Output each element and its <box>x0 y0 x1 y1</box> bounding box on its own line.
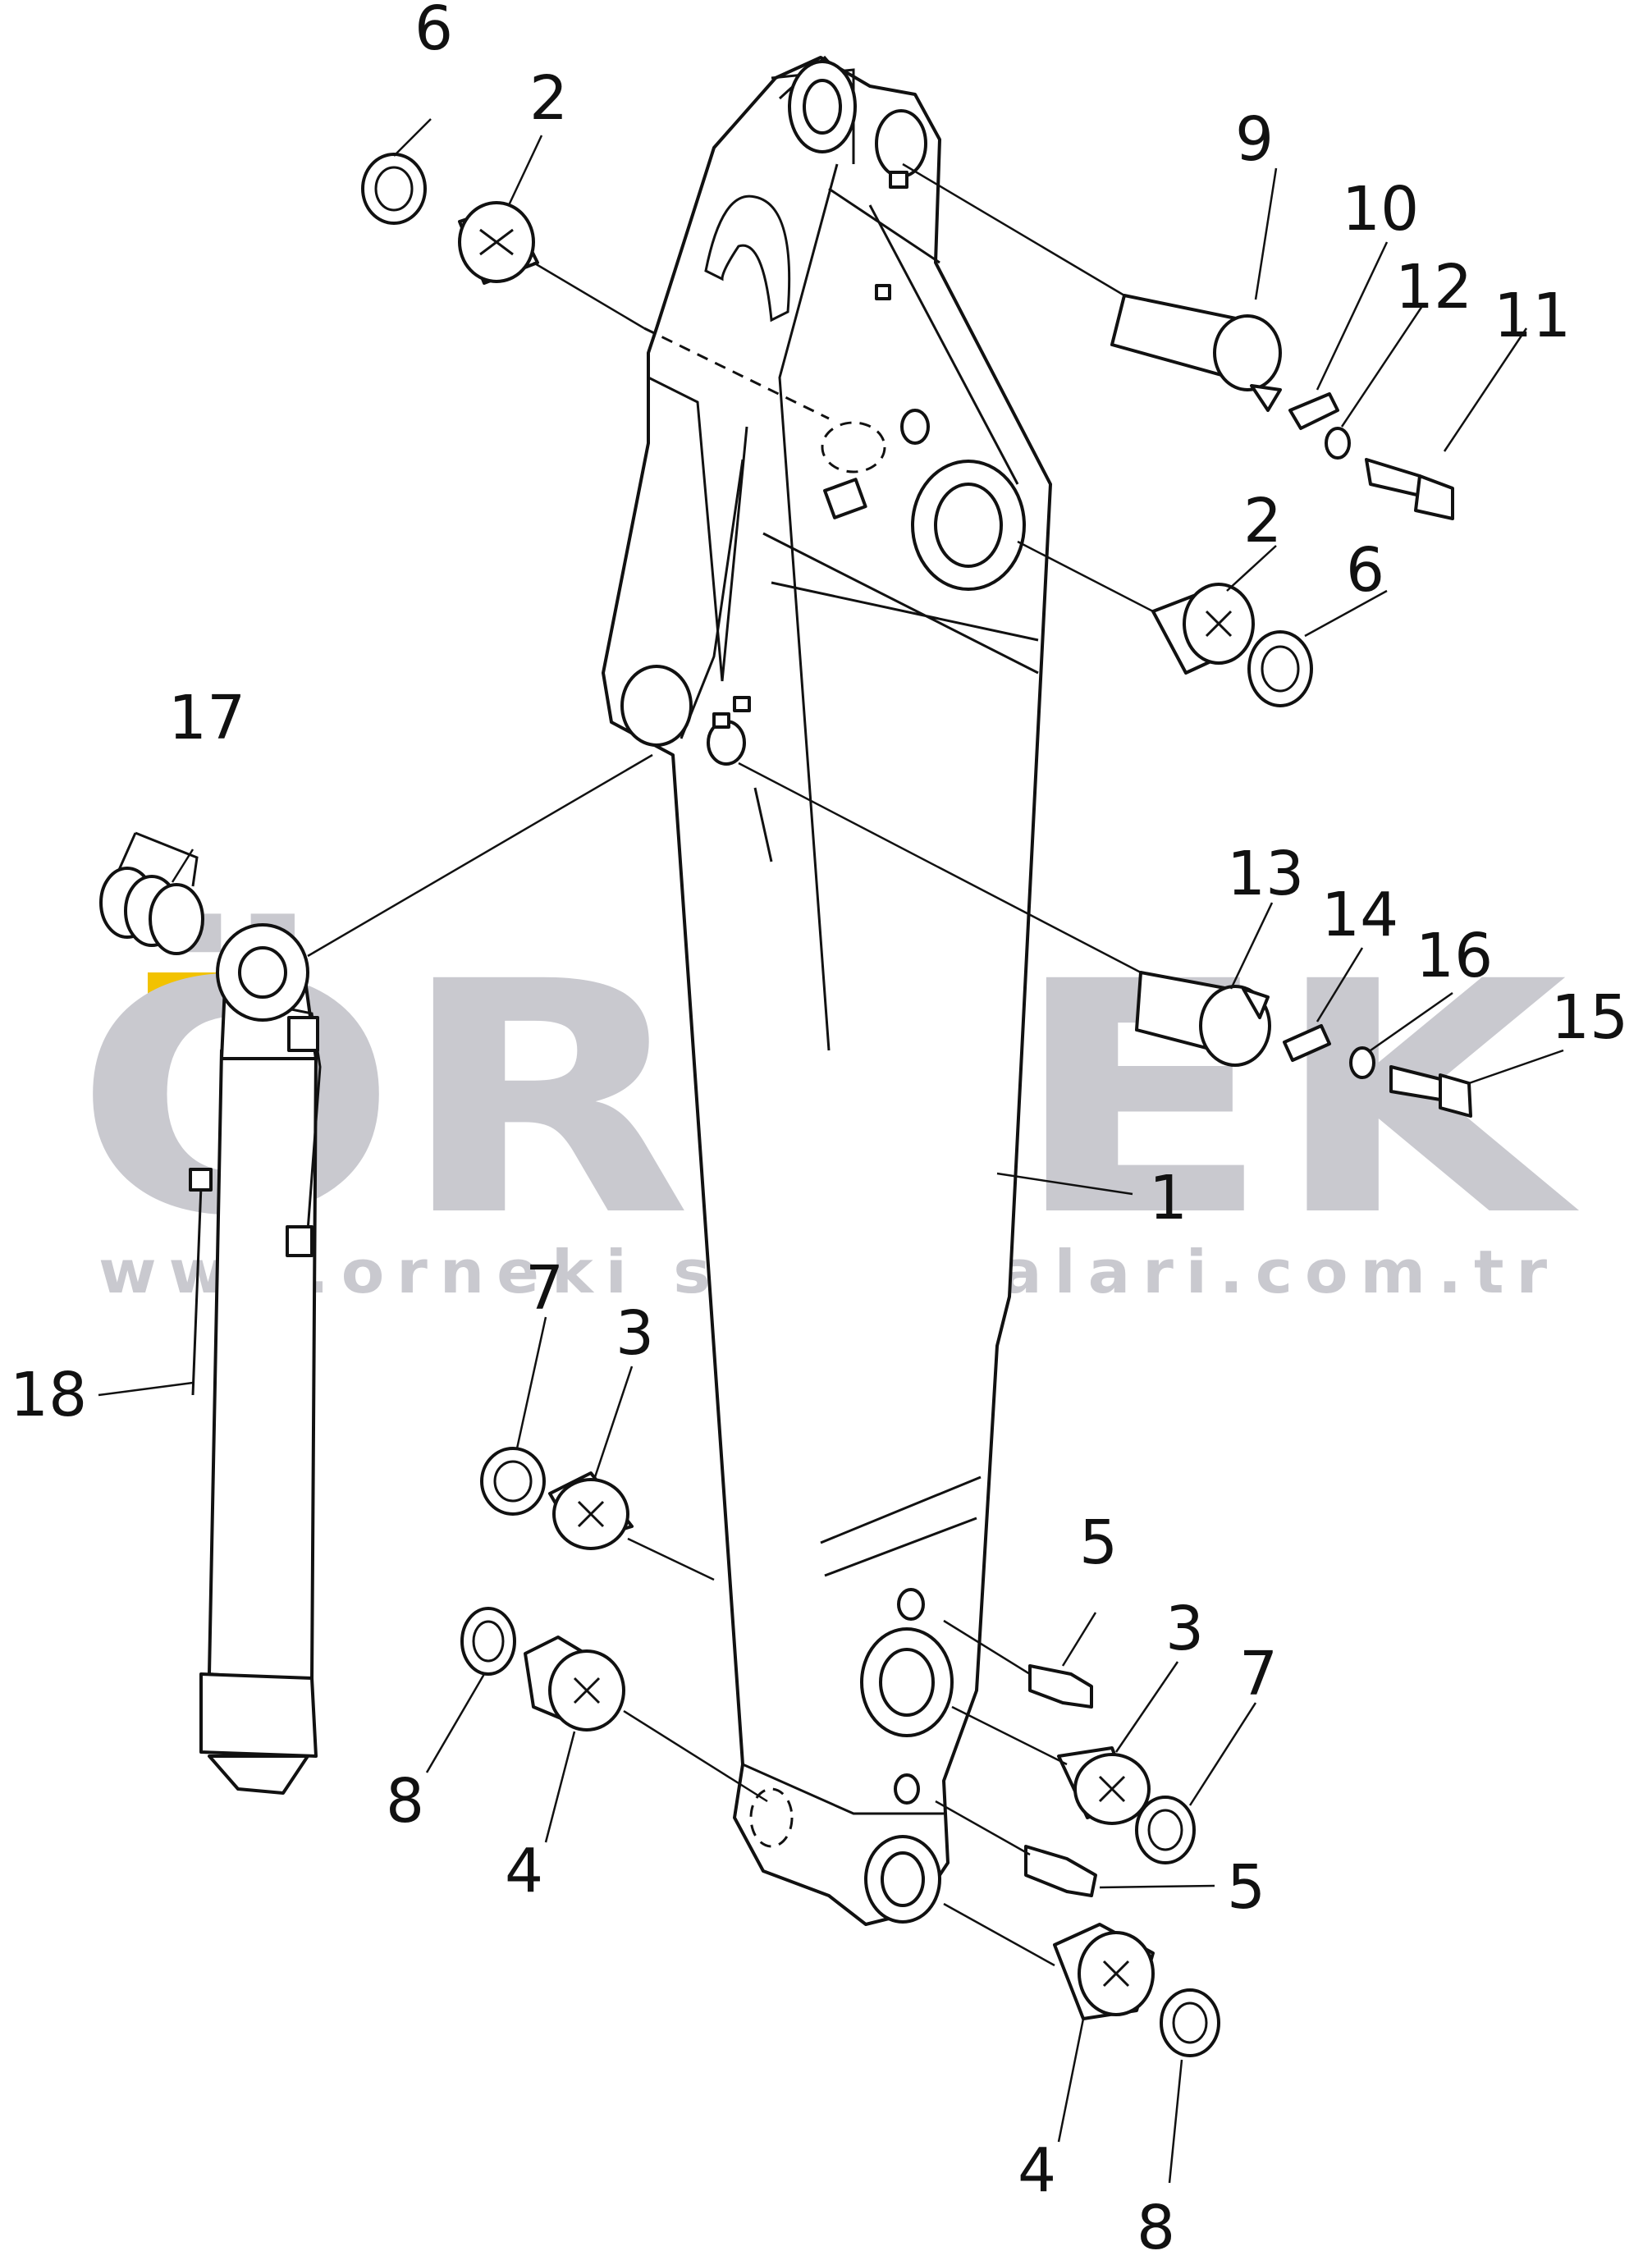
part-6-seal-upper <box>361 153 427 225</box>
part-13-pin-middle <box>1135 971 1271 1067</box>
part-2-bushing-middle <box>1151 583 1255 675</box>
callout-8-lower-right: 8 <box>1137 2193 1175 2260</box>
part-5-grease-fitting-upper <box>1028 1664 1093 1709</box>
part-7-seal-lower-left <box>480 1447 546 1516</box>
part-8-seal-lower-right <box>1160 1988 1220 2057</box>
part-10-lock-plate <box>1288 392 1339 430</box>
callout-7-lower-right: 7 <box>1239 1639 1278 1709</box>
callout-10: 10 <box>1342 174 1419 245</box>
callout-18: 18 <box>10 1360 87 1430</box>
callout-11: 11 <box>1494 281 1571 351</box>
part-5-grease-fitting-lower <box>1024 1845 1097 1897</box>
part-3-bushing-lower-right <box>1057 1746 1151 1825</box>
callout-6-upper: 6 <box>414 0 453 64</box>
part-7-seal-lower-right <box>1135 1796 1196 1864</box>
part-18-cylinder <box>189 923 322 1795</box>
part-4-bushing-lower-left <box>524 1636 625 1732</box>
boom-part-1 <box>602 55 1052 1926</box>
callout-17: 17 <box>168 683 245 753</box>
part-4-bushing-lower-right <box>1053 1923 1155 2020</box>
callout-9: 9 <box>1235 104 1274 175</box>
callout-7-lower-left: 7 <box>525 1253 564 1324</box>
callout-labels: 1 2 2 3 3 4 4 5 5 6 6 7 7 8 8 9 10 11 12… <box>10 0 1628 2260</box>
callout-16: 16 <box>1416 921 1493 991</box>
callout-14: 14 <box>1321 880 1398 950</box>
leader-lines <box>98 118 1564 2184</box>
callout-12: 12 <box>1395 252 1472 323</box>
callout-4-lower-left: 4 <box>505 1836 543 1906</box>
callout-1: 1 <box>1149 1163 1188 1233</box>
callout-8-lower-left: 8 <box>386 1766 424 1837</box>
part-9-pin-upper <box>1110 294 1282 412</box>
callout-15: 15 <box>1551 982 1628 1053</box>
callout-5-lower: 5 <box>1227 1852 1265 1923</box>
callout-13: 13 <box>1227 839 1304 909</box>
part-6-seal-middle <box>1247 630 1313 707</box>
part-16-washer <box>1349 1046 1375 1079</box>
part-11-bolt <box>1365 458 1454 520</box>
callout-2-middle: 2 <box>1243 486 1282 556</box>
callout-2-upper: 2 <box>529 63 568 134</box>
part-14-lock-plate <box>1283 1024 1331 1062</box>
callout-3-lower-right: 3 <box>1165 1594 1204 1664</box>
watermark-accent-mark <box>148 972 222 997</box>
callout-4-lower-right: 4 <box>1018 2135 1056 2206</box>
part-8-seal-lower-left <box>460 1607 516 1676</box>
part-3-bushing-lower-left <box>548 1471 634 1550</box>
part-12-washer <box>1325 427 1351 460</box>
callout-5-upper: 5 <box>1079 1507 1118 1578</box>
callout-6-middle: 6 <box>1346 535 1384 606</box>
part-2-bushing-upper <box>458 201 539 285</box>
part-17-shims <box>99 831 204 955</box>
callout-3-lower-left: 3 <box>615 1298 654 1369</box>
part-15-bolt <box>1389 1065 1472 1118</box>
